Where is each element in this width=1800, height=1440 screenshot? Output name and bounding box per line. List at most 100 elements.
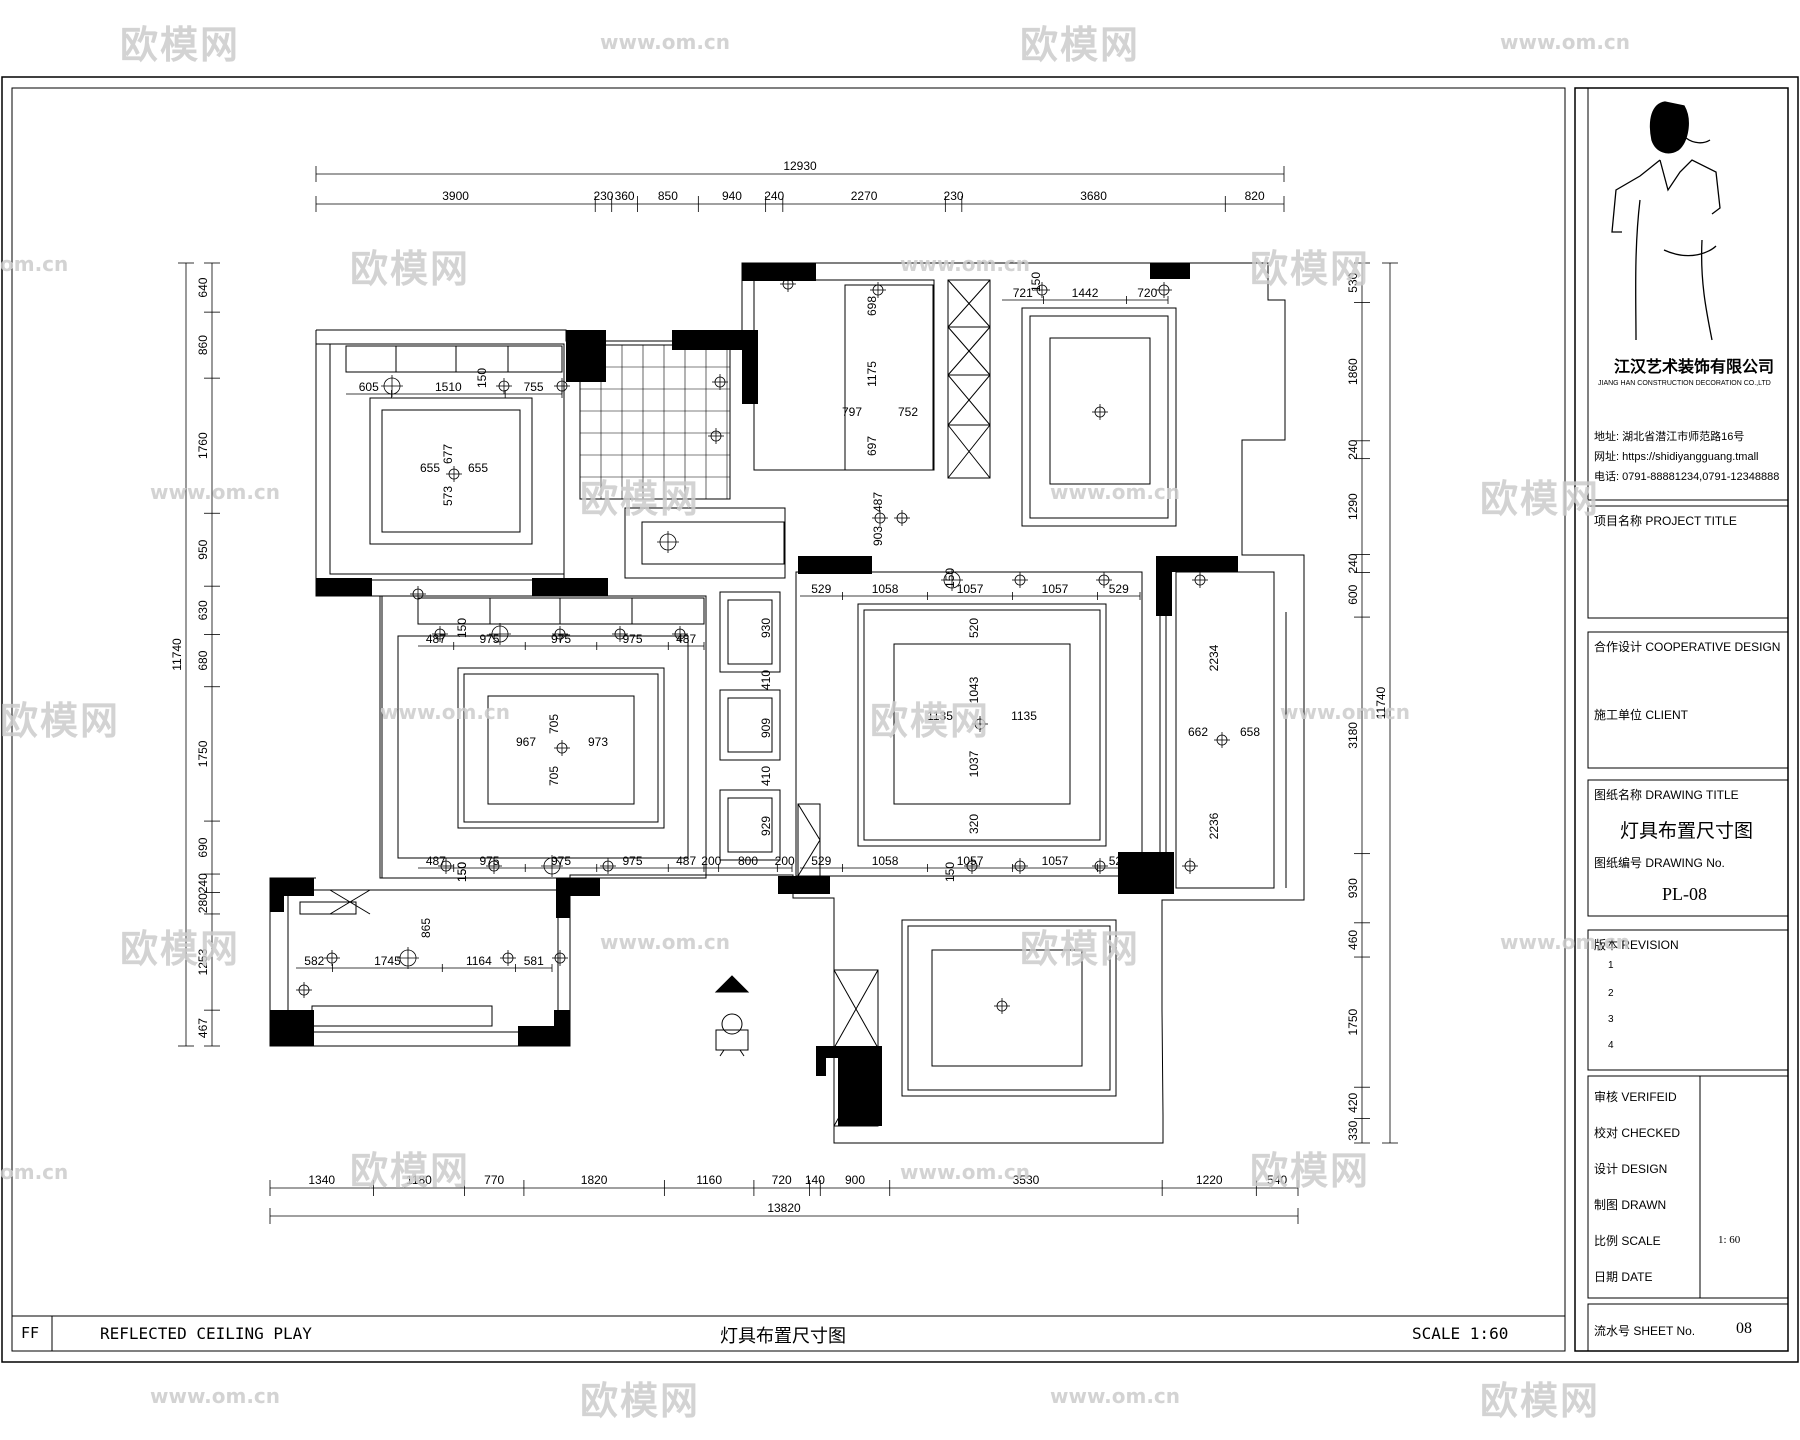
drawing-no-label: 图纸编号 DRAWING No. <box>1594 856 1725 870</box>
room-dim-label: 973 <box>588 735 608 749</box>
room-dim-label: 662 <box>1188 725 1208 739</box>
dim-label: 3900 <box>442 189 469 203</box>
room-dim-label: 605 <box>359 380 379 394</box>
room-dim-label: 487 <box>676 854 696 868</box>
room-dim-label: 150 <box>455 862 469 882</box>
room-dim-label: 1510 <box>435 380 462 394</box>
dim-label: 140 <box>805 1173 825 1187</box>
room-dim-label: 697 <box>865 436 879 456</box>
room-dim-label: 705 <box>547 714 561 734</box>
dim-label: 1760 <box>196 432 210 459</box>
entry-arrow-icon <box>714 975 750 1057</box>
verified-label: 审核 VERIFEID <box>1594 1090 1677 1104</box>
dim-total-label: 12930 <box>783 159 817 173</box>
room-dim-label: 529 <box>1109 582 1129 596</box>
room-dim-label: 1043 <box>967 676 981 703</box>
room-dim-label: 573 <box>441 486 455 506</box>
room-dim-label: 752 <box>898 405 918 419</box>
dimension-lines <box>178 166 1398 1224</box>
bottom-title-bar <box>11 1315 1566 1352</box>
dim-label: 460 <box>1346 930 1360 950</box>
room-dim-label: 1057 <box>957 582 984 596</box>
room-dim-label: 150 <box>943 862 957 882</box>
dim-label: 360 <box>615 189 635 203</box>
room-dim-label: 755 <box>524 380 544 394</box>
dim-label: 3680 <box>1080 189 1107 203</box>
room-dim-label: 529 <box>811 854 831 868</box>
room-dim-label: 655 <box>468 461 488 475</box>
dim-label: 240 <box>1346 553 1360 573</box>
room-dim-label: 903 <box>871 526 885 546</box>
walls <box>269 262 1305 1144</box>
dim-label: 720 <box>772 1173 792 1187</box>
dim-label: 1340 <box>308 1173 335 1187</box>
dim-label: 950 <box>196 539 210 559</box>
room-dim-label: 698 <box>865 296 879 316</box>
drawing-scale: SCALE 1:60 <box>1412 1324 1509 1343</box>
dim-label: 1860 <box>1346 358 1360 385</box>
dim-total-label: 13820 <box>767 1201 801 1215</box>
room-dim-label: 677 <box>441 444 455 464</box>
dim-label: 1253 <box>196 948 210 975</box>
dim-label: 3180 <box>1346 722 1360 749</box>
coop-design-label: 合作设计 COOPERATIVE DESIGN <box>1594 640 1781 654</box>
room-dim-label: 720 <box>1137 286 1157 300</box>
room-dim-label: 967 <box>516 735 536 749</box>
room-dim-label: 1057 <box>1042 582 1069 596</box>
room-dim-label: 150 <box>943 568 957 588</box>
sheet-no-value: 08 <box>1736 1320 1752 1337</box>
room-dim-label: 150 <box>455 618 469 638</box>
revision-4: 4 <box>1608 1040 1614 1051</box>
room-dim-label: 2234 <box>1207 644 1221 671</box>
dim-label: 1750 <box>1346 1008 1360 1035</box>
room-dim-label: 909 <box>759 718 773 738</box>
dim-label: 680 <box>196 650 210 670</box>
revision-1: 1 <box>1608 960 1614 971</box>
sheet-code: FF <box>21 1324 40 1342</box>
dim-label: 770 <box>484 1173 504 1187</box>
drawing-title-value: 灯具布置尺寸图 <box>1620 821 1754 842</box>
room-dim-label: 150 <box>1029 272 1043 292</box>
room-dim-label: 582 <box>304 954 324 968</box>
date-label: 日期 DATE <box>1594 1270 1653 1284</box>
revision-2: 2 <box>1608 988 1614 999</box>
room-dim-label: 800 <box>738 854 758 868</box>
room-dim-label: 150 <box>475 368 489 388</box>
room-dim-label: 658 <box>1240 725 1260 739</box>
room-dim-label: 1058 <box>872 582 899 596</box>
dim-label: 1180 <box>406 1173 432 1187</box>
room-dim-label: 1135 <box>927 709 953 723</box>
company-name-en: JIANG HAN CONSTRUCTION DECORATION CO.,LT… <box>1598 380 1771 387</box>
room-dim-label: 2236 <box>1207 812 1221 839</box>
room-dim-label: 150 <box>455 862 469 882</box>
title-block-frame <box>1587 87 1789 1352</box>
room-dim-label: 200 <box>775 854 795 868</box>
client-label: 施工单位 CLIENT <box>1594 708 1689 722</box>
drawing-no-value: PL-08 <box>1662 884 1707 904</box>
dim-label: 1220 <box>1196 1173 1223 1187</box>
dim-label: 630 <box>196 600 210 620</box>
dim-label: 420 <box>1346 1092 1360 1112</box>
room-dim-label: 410 <box>759 670 773 690</box>
room-dim-label: 200 <box>701 854 721 868</box>
room-dim-label: 975 <box>622 854 642 868</box>
dim-label: 600 <box>1346 584 1360 604</box>
room-dim-label: 655 <box>420 461 440 475</box>
dim-label: 820 <box>1245 189 1265 203</box>
scale-value: 1: 60 <box>1718 1234 1741 1246</box>
room-dim-label: 929 <box>759 816 773 836</box>
company-phone: 电话: 0791-88881234,0791-12348888 <box>1594 471 1780 483</box>
dim-label: 230 <box>944 189 964 203</box>
room-dim-label: 320 <box>967 814 981 834</box>
drawing-title-en: REFLECTED CEILING PLAY <box>100 1324 312 1343</box>
drawn-label: 制图 DRAWN <box>1594 1198 1667 1212</box>
dim-label: 2270 <box>851 189 878 203</box>
room-dim-label: 520 <box>967 618 981 638</box>
dim-label: 240 <box>1346 439 1360 459</box>
room-dim-label: 865 <box>419 918 433 938</box>
room-dim-label: 1037 <box>967 750 981 777</box>
revision-3: 3 <box>1608 1014 1614 1025</box>
drawing-title-label: 图纸名称 DRAWING TITLE <box>1594 788 1739 802</box>
light-fixtures <box>296 276 1230 1014</box>
